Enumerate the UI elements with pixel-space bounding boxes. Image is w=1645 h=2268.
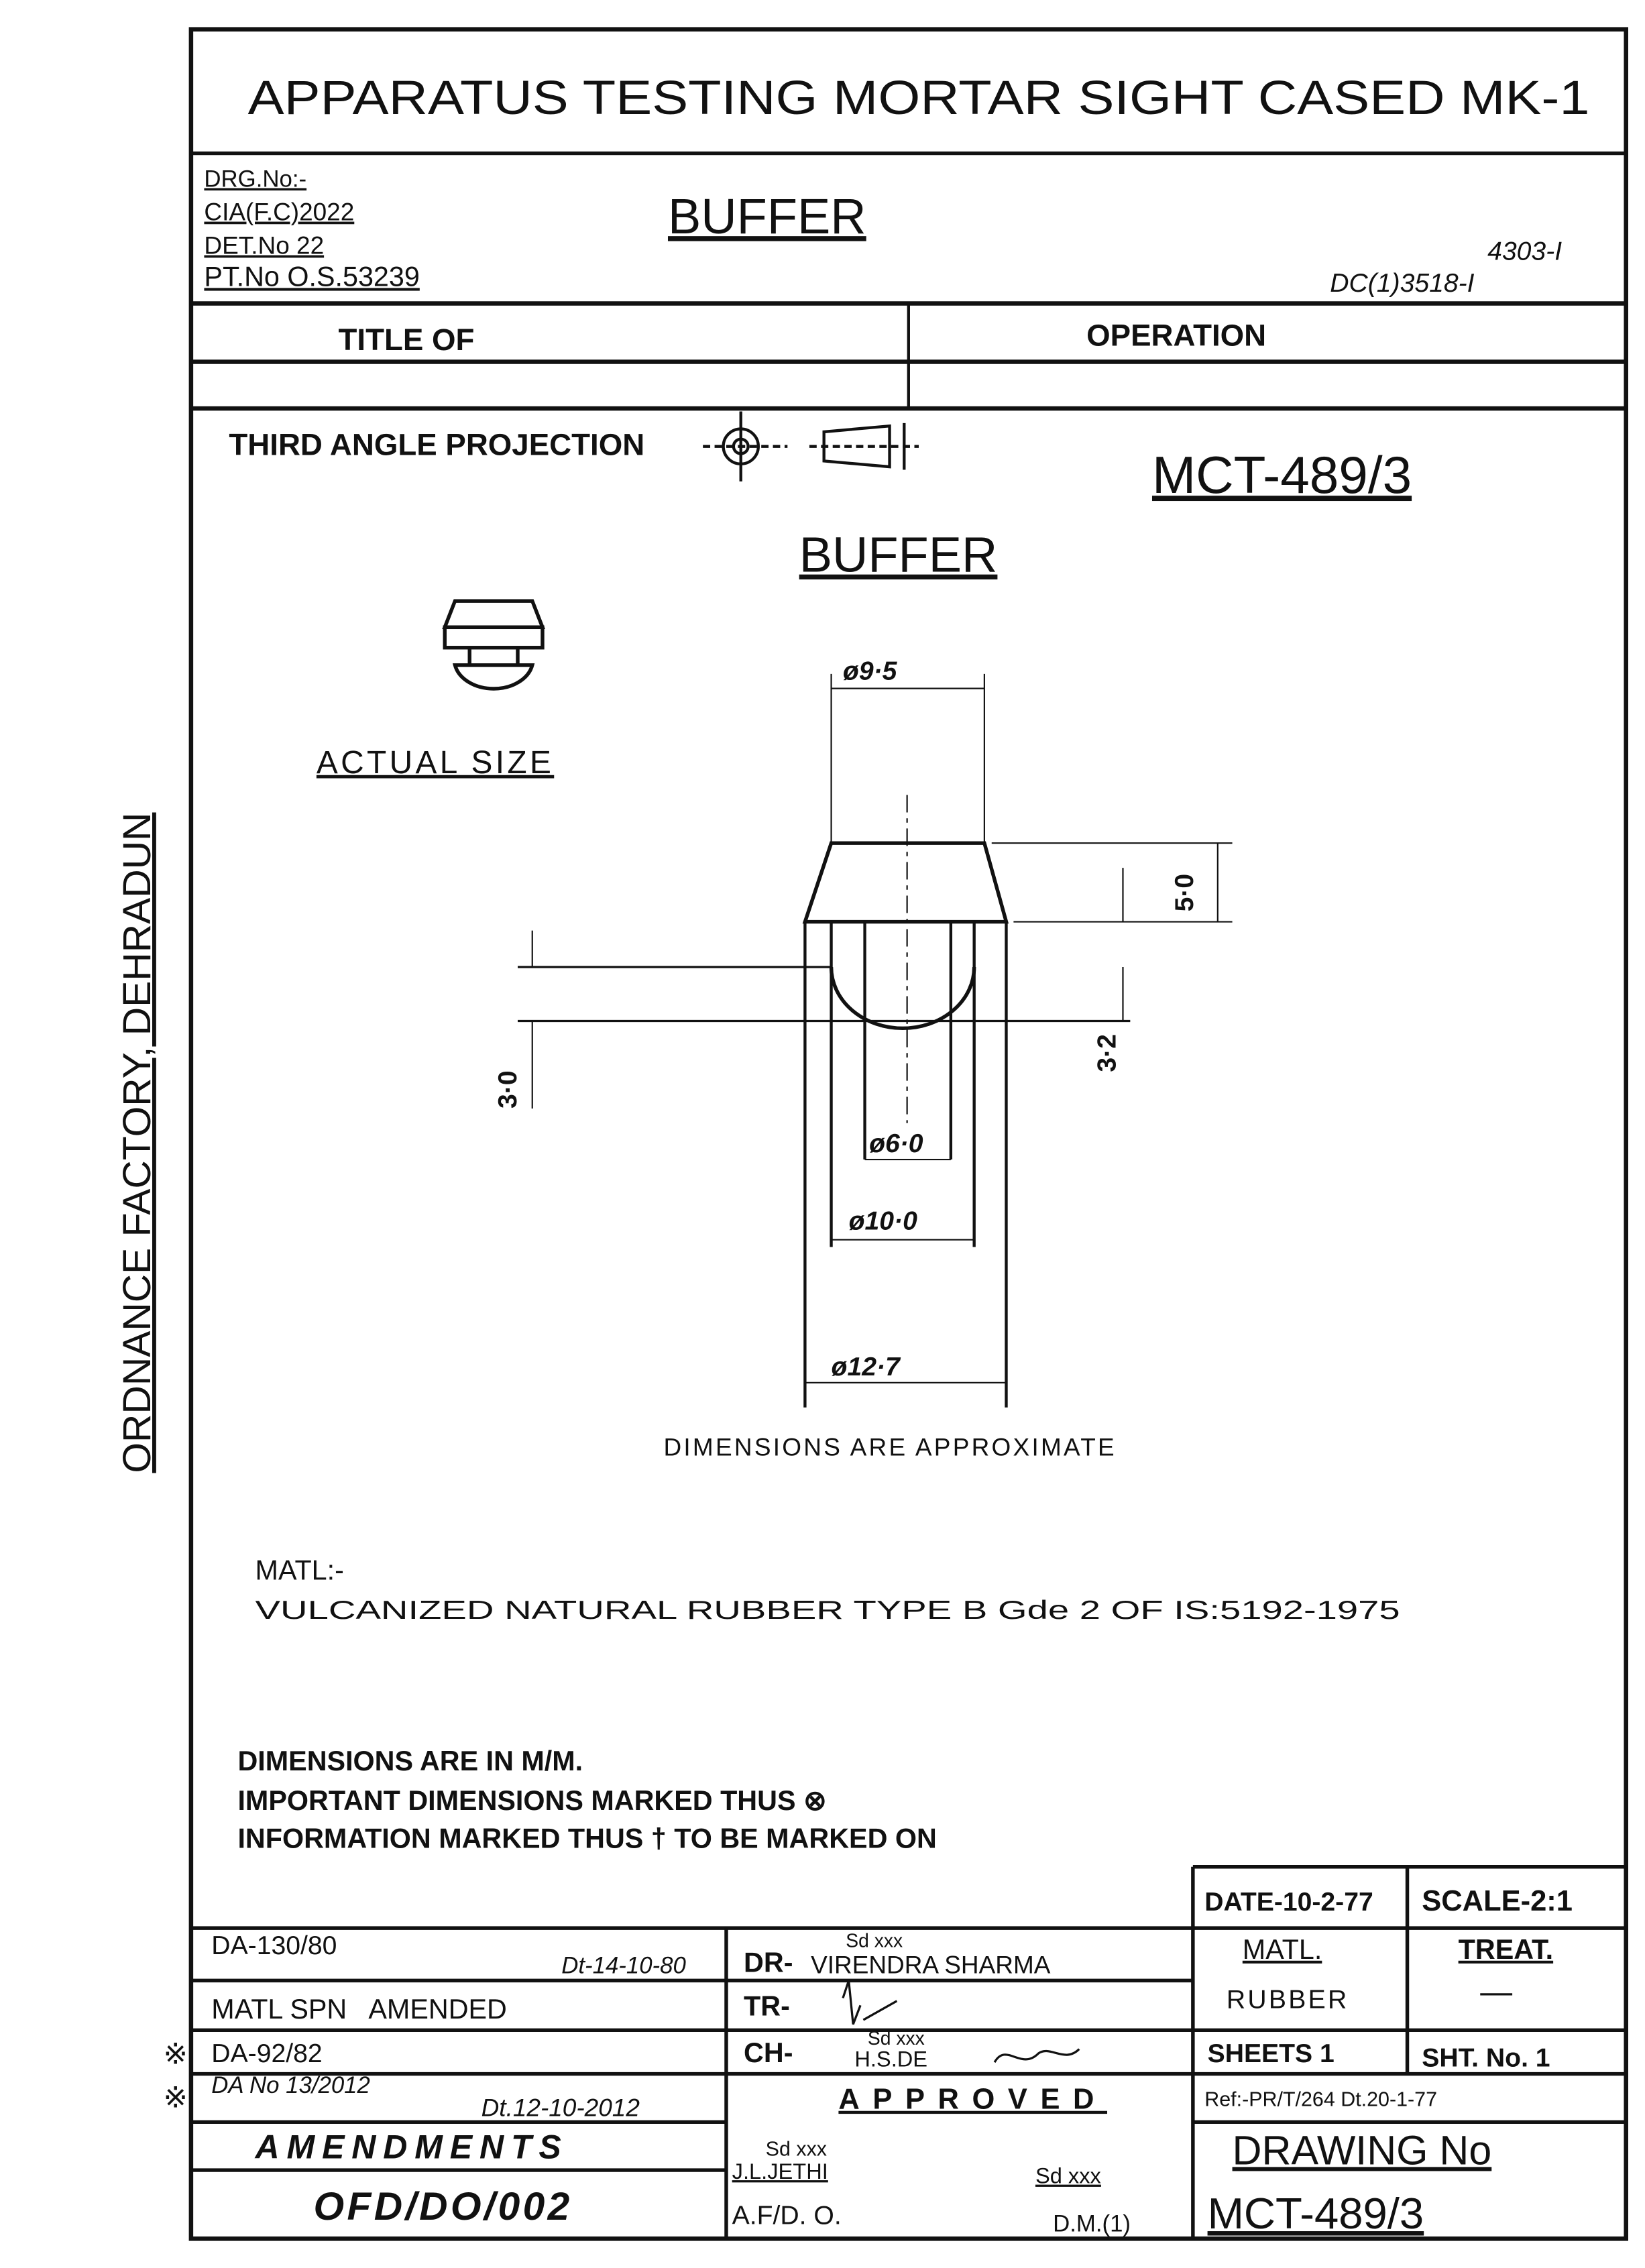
- dim-d100: ø10·0: [849, 1206, 917, 1235]
- amendment-3: DA-92/82: [211, 2039, 322, 2068]
- dm-sd: Sd xxx: [1035, 2163, 1101, 2188]
- pt-no: PT.No O.S.53239: [204, 261, 419, 292]
- material-label: MATL:-: [256, 1554, 344, 1585]
- outer-frame: [188, 27, 1628, 2241]
- sheet-number: SHT. No. 1: [1422, 2044, 1550, 2073]
- treat-value: —: [1480, 1974, 1512, 2010]
- afdo-label: A.F/D. O.: [732, 2202, 842, 2230]
- approx-note: DIMENSIONS ARE APPROXIMATE: [663, 1434, 1117, 1461]
- amendment-4: DA No 13/2012: [211, 2073, 370, 2098]
- mark-1: ※: [164, 2038, 188, 2070]
- third-angle-projection-icon: [703, 411, 919, 481]
- material-text: VULCANIZED NATURAL RUBBER TYPE B Gde 2 O…: [256, 1596, 1400, 1625]
- drawing-name: BUFFER: [799, 527, 998, 583]
- drg-no-label: DRG.No:-: [204, 167, 306, 192]
- dim-h50: 5·0: [1170, 874, 1199, 912]
- approved-label: APPROVED: [838, 2084, 1107, 2116]
- matl-value: RUBBER: [1227, 1986, 1349, 2015]
- ch-label: CH-: [744, 2037, 793, 2068]
- dim-h32: 3·2: [1093, 1034, 1122, 1072]
- note-3: INFORMATION MARKED THUS † TO BE MARKED O…: [237, 1823, 936, 1854]
- dim-d127: ø12·7: [832, 1353, 901, 1381]
- ch-sd: Sd xxx: [868, 2027, 925, 2049]
- afdo-sd: Sd xxx: [766, 2137, 827, 2160]
- operation-label: OPERATION: [1086, 319, 1266, 353]
- note-1: DIMENSIONS ARE IN M/M.: [237, 1746, 583, 1776]
- projection-label: THIRD ANGLE PROJECTION: [229, 428, 644, 462]
- amendment-1-date: Dt-14-10-80: [561, 1953, 686, 1979]
- drawing-number: MCT-489/3: [1152, 445, 1412, 504]
- tr-signature: [842, 1980, 898, 2025]
- main-title: APPARATUS TESTING MORTAR SIGHT CASED MK-…: [248, 71, 1590, 125]
- treat-head: TREAT.: [1459, 1934, 1553, 1965]
- amendment-4-date: Dt.12-10-2012: [481, 2094, 640, 2122]
- scale: SCALE-2:1: [1422, 1885, 1573, 1917]
- drawing-no: MCT-489/3: [1208, 2189, 1424, 2238]
- matl-head: MATL.: [1243, 1934, 1322, 1965]
- sheets: SHEETS 1: [1208, 2039, 1335, 2068]
- amendment-1: DA-130/80: [211, 1931, 337, 1960]
- part-name: BUFFER: [668, 188, 866, 244]
- ref-top: 4303-I: [1487, 237, 1562, 266]
- ch-signature: [993, 2048, 1080, 2063]
- drawing-no-label: DRAWING No: [1233, 2127, 1492, 2173]
- dim-d60: ø6·0: [869, 1129, 923, 1158]
- dm-label: D.M.(1): [1053, 2211, 1131, 2236]
- ref-bottom: DC(1)3518-I: [1330, 269, 1474, 298]
- afdo-name: J.L.JETHI: [732, 2159, 828, 2184]
- mark-2: ※: [164, 2082, 188, 2114]
- buffer-drawing: [517, 673, 1233, 1408]
- reference: Ref:-PR/T/264 Dt.20-1-77: [1204, 2088, 1437, 2110]
- title-block-grid: [190, 1865, 1626, 2239]
- tr-label: TR-: [744, 1991, 790, 2022]
- dim-h30: 3·0: [494, 1070, 522, 1109]
- amendments-label: AMENDMENTS: [254, 2129, 569, 2166]
- amendment-2: MATL SPN AMENDED: [211, 1994, 507, 2025]
- det-no: DET.No 22: [204, 232, 324, 260]
- note-2: IMPORTANT DIMENSIONS MARKED THUS ⊗: [237, 1785, 826, 1816]
- side-label: ORDNANCE FACTORY, DEHRADUN: [115, 813, 159, 1473]
- dr-name: VIRENDRA SHARMA: [811, 1951, 1051, 1979]
- office-code: OFD/DO/002: [314, 2185, 573, 2228]
- date: DATE-10-2-77: [1204, 1888, 1373, 1917]
- dr-label: DR-: [744, 1947, 793, 1978]
- title-of-label: TITLE OF: [339, 323, 475, 357]
- actual-size-label: ACTUAL SIZE: [317, 745, 554, 781]
- dr-sd: Sd xxx: [846, 1929, 903, 1951]
- ch-name: H.S.DE: [854, 2047, 927, 2072]
- dim-d95: ø9·5: [843, 657, 898, 686]
- drg-no: CIA(F.C)2022: [204, 199, 354, 226]
- actual-size-buffer-icon: [442, 599, 545, 691]
